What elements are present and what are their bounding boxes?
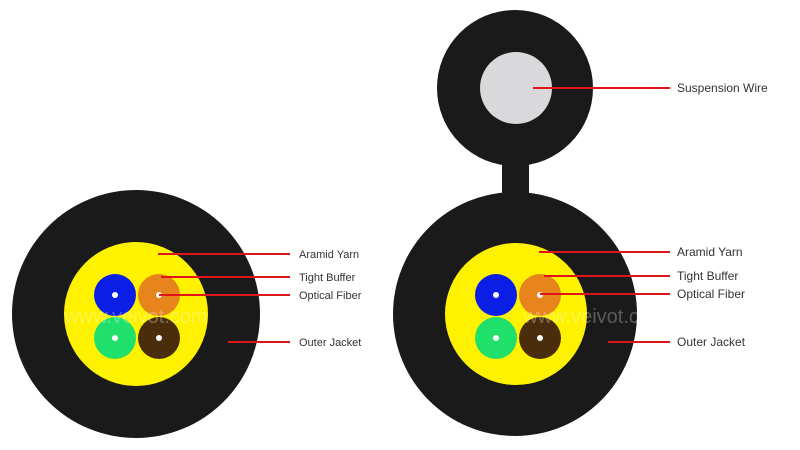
left-fiber-core xyxy=(156,335,162,341)
right-label-fiber: Optical Fiber xyxy=(677,287,745,301)
right-fiber-core xyxy=(537,335,543,341)
left-cable: www.veivot.com Aramid Yarn Tight Buffer … xyxy=(12,190,362,438)
right-fiber-core xyxy=(493,292,499,298)
right-cable: www.veivot.com Suspension Wire Aramid Ya… xyxy=(393,10,768,436)
right-label-buffer: Tight Buffer xyxy=(677,269,738,283)
right-label-jacket: Outer Jacket xyxy=(677,335,746,349)
right-label-suspension: Suspension Wire xyxy=(677,81,768,95)
right-fiber-core xyxy=(493,335,499,341)
left-watermark: www.veivot.com xyxy=(63,306,207,328)
left-label-aramid: Aramid Yarn xyxy=(299,249,359,261)
right-label-aramid: Aramid Yarn xyxy=(677,245,743,259)
left-label-buffer: Tight Buffer xyxy=(299,272,356,284)
right-watermark: www.veivot.com xyxy=(522,306,666,328)
left-fiber-core xyxy=(112,292,118,298)
left-fiber-core xyxy=(112,335,118,341)
left-label-fiber: Optical Fiber xyxy=(299,290,362,302)
right-suspension-wire xyxy=(480,52,552,124)
left-label-jacket: Outer Jacket xyxy=(299,337,361,349)
